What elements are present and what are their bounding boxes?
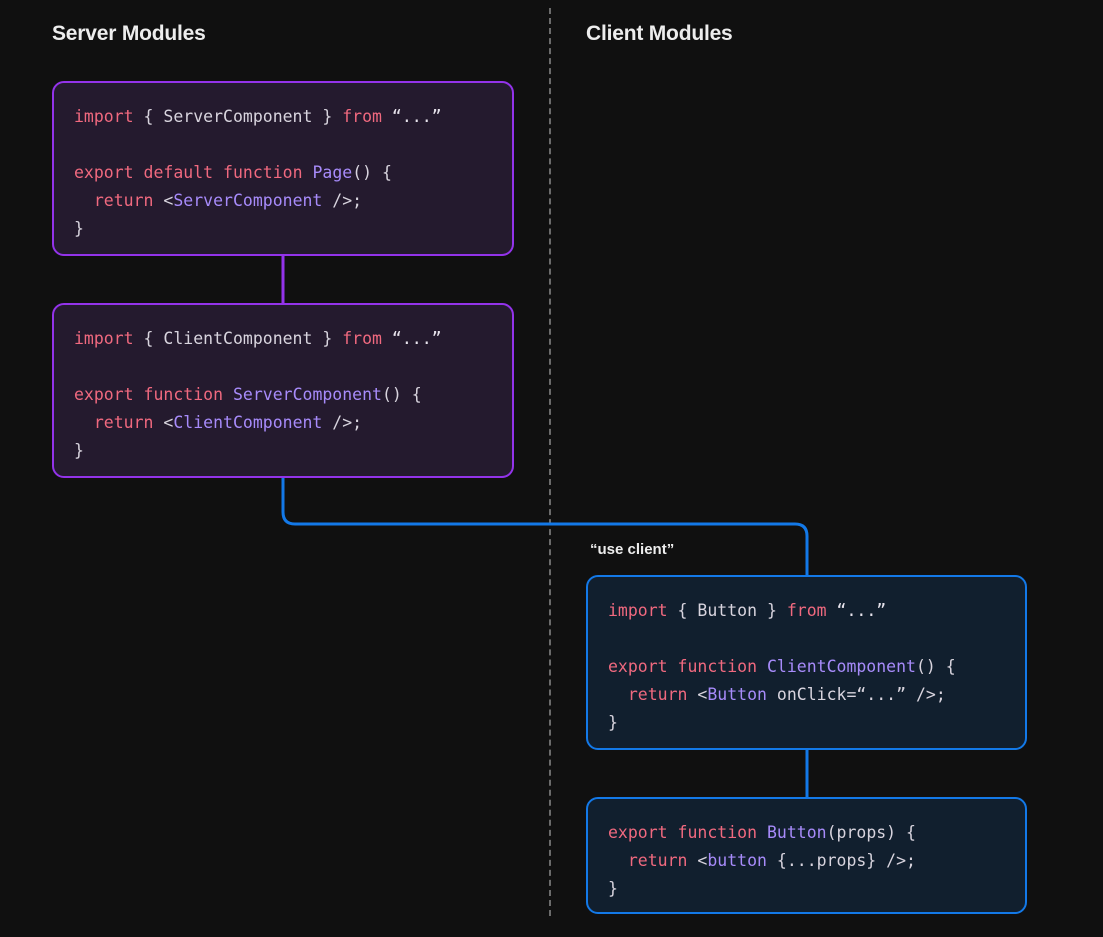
code-line: } [74, 437, 492, 465]
code-token-plain: () { [352, 163, 392, 182]
code-token-keyword: function [143, 385, 224, 404]
code-token-plain [213, 163, 223, 182]
code-token-plain: } [608, 713, 618, 732]
code-token-plain: { [133, 329, 164, 348]
code-token-component: ServerComponent [232, 385, 382, 404]
code-token-plain [608, 685, 628, 704]
code-token-plain [303, 163, 313, 182]
code-token-plain [757, 823, 767, 842]
code-line: return <button {...props} />; [608, 847, 1005, 875]
code-line: return <ServerComponent />; [74, 187, 492, 215]
code-line [74, 353, 492, 381]
code-token-plain [668, 657, 678, 676]
code-token-keyword: import [608, 601, 668, 620]
code-token-keyword: return [627, 685, 688, 704]
code-token-plain: ServerComponent [163, 107, 313, 126]
code-token-component: ClientComponent [766, 657, 916, 676]
code-token-keyword: return [93, 191, 154, 210]
code-token-plain: } [312, 107, 343, 126]
code-token-plain [668, 823, 678, 842]
code-token-plain: {...props} />; [766, 851, 916, 870]
code-block-client-component: import { Button } from “...” export func… [586, 575, 1027, 750]
code-token-keyword: default [143, 163, 214, 182]
code-token-plain [74, 413, 94, 432]
code-token-keyword: export [608, 823, 668, 842]
code-token-keyword: function [677, 823, 758, 842]
code-line [74, 131, 492, 159]
code-line: import { ClientComponent } from “...” [74, 325, 492, 353]
server-client-boundary-divider [549, 8, 551, 916]
code-token-plain: } [608, 879, 618, 898]
code-token-keyword: export [608, 657, 668, 676]
code-line: export function ServerComponent() { [74, 381, 492, 409]
code-token-keyword: export [74, 163, 134, 182]
code-token-keyword: export [74, 385, 134, 404]
code-token-keyword: import [74, 329, 134, 348]
code-token-plain: < [687, 685, 708, 704]
code-token-plain [223, 385, 233, 404]
use-client-directive-label: “use client” [590, 541, 675, 558]
code-token-keyword: function [223, 163, 303, 182]
code-block-server-component: import { ClientComponent } from “...” ex… [52, 303, 514, 478]
code-line: export default function Page() { [74, 159, 492, 187]
code-token-plain: { [133, 107, 164, 126]
code-line: } [608, 709, 1005, 737]
code-token-plain: (props) { [826, 823, 916, 842]
code-token-plain: Button [697, 601, 758, 620]
code-token-keyword: return [627, 851, 688, 870]
code-line: } [608, 875, 1005, 903]
code-token-component: Button [707, 685, 767, 704]
code-token-plain: < [687, 851, 708, 870]
code-block-button: export function Button(props) { return <… [586, 797, 1027, 914]
connector-servercomponent-to-clientcomponent [281, 476, 809, 577]
code-token-keyword: from [786, 601, 827, 620]
code-token-plain: ClientComponent [163, 329, 313, 348]
code-token-component: ServerComponent [173, 191, 323, 210]
code-token-keyword: return [93, 413, 154, 432]
code-token-plain [134, 163, 144, 182]
code-token-plain [74, 191, 94, 210]
code-token-component: Page [312, 163, 353, 182]
code-line: } [74, 215, 492, 243]
code-token-plain [134, 385, 144, 404]
code-token-plain: } [312, 329, 343, 348]
code-token-string: “...” [382, 329, 442, 348]
code-token-plain: />; [322, 413, 363, 432]
code-token-component: Button [766, 823, 827, 842]
code-token-plain: } [74, 441, 84, 460]
server-modules-heading: Server Modules [52, 22, 206, 45]
code-token-string: “...” [382, 107, 442, 126]
code-token-plain: () { [381, 385, 422, 404]
code-line: return <Button onClick=“...” />; [608, 681, 1005, 709]
code-token-plain: { [667, 601, 698, 620]
code-token-plain: } [74, 219, 84, 238]
code-token-plain: () { [915, 657, 956, 676]
code-line: return <ClientComponent />; [74, 409, 492, 437]
code-token-plain: } [757, 601, 787, 620]
code-token-keyword: import [74, 107, 134, 126]
code-line [608, 625, 1005, 653]
code-line: import { Button } from “...” [608, 597, 1005, 625]
code-token-plain: < [153, 191, 174, 210]
client-modules-heading: Client Modules [586, 22, 733, 45]
code-token-plain: />; [322, 191, 363, 210]
code-token-component: button [707, 851, 767, 870]
code-token-component: ClientComponent [173, 413, 323, 432]
code-token-keyword: from [342, 329, 382, 348]
code-token-plain [757, 657, 767, 676]
code-line: import { ServerComponent } from “...” [74, 103, 492, 131]
code-line: export function ClientComponent() { [608, 653, 1005, 681]
code-token-plain: < [153, 413, 174, 432]
code-token-string: “...” [826, 601, 887, 620]
code-line: export function Button(props) { [608, 819, 1005, 847]
code-token-plain: onClick=“...” />; [766, 685, 946, 704]
code-token-keyword: function [677, 657, 758, 676]
code-block-page: import { ServerComponent } from “...” ex… [52, 81, 514, 256]
code-token-keyword: from [342, 107, 382, 126]
code-token-plain [608, 851, 628, 870]
